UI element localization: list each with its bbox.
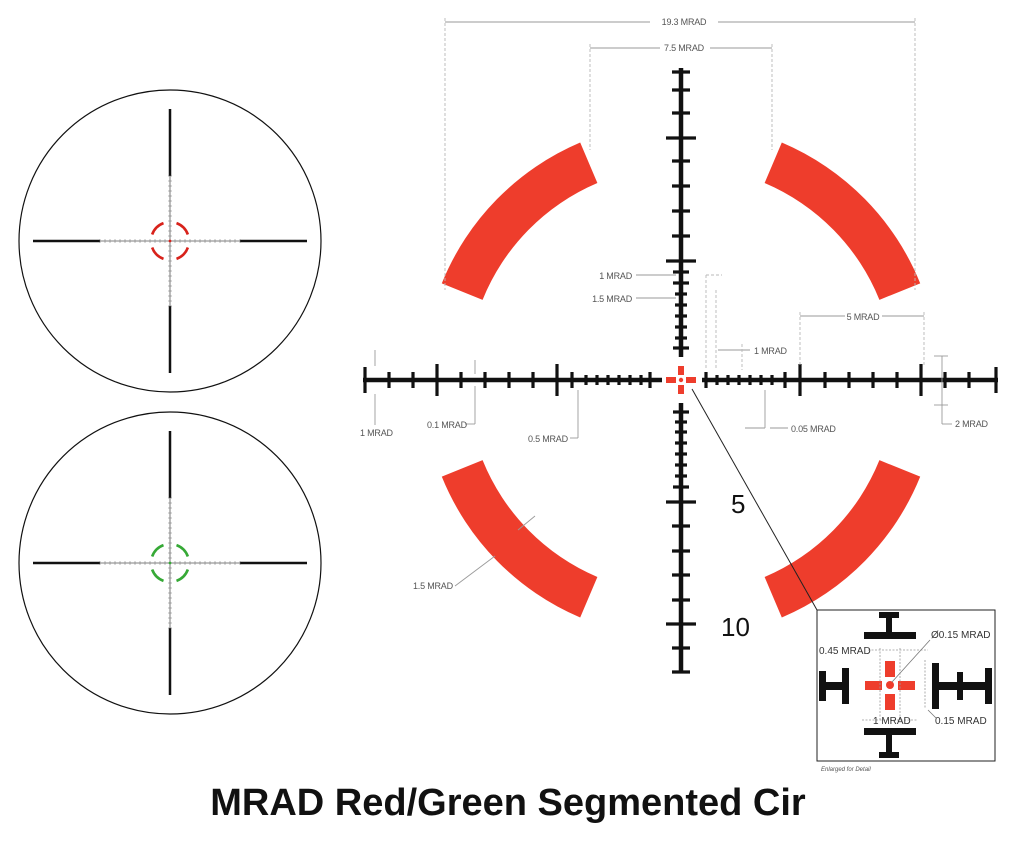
detail-top-bar: [864, 632, 916, 639]
detail-note: Enlarged for Detail: [821, 767, 871, 773]
ring-segment: [150, 568, 165, 583]
dim-label-left-0-1: 0.1 MRAD: [427, 420, 468, 430]
detail-right-tick-c: [985, 668, 992, 704]
dim-label-right-2: 2 MRAD: [955, 419, 989, 429]
dim-arc-width-lead: [454, 555, 496, 587]
ring-segment: [150, 246, 165, 261]
dim-label-left-0-5: 0.5 MRAD: [528, 434, 569, 444]
detail-bottom-stem: [886, 731, 892, 757]
arc-upper-right: [764, 142, 921, 300]
ring-segment: [150, 543, 165, 558]
ring-segment: [175, 246, 190, 261]
dim-label-right-5: 5 MRAD: [847, 312, 881, 322]
dim-label-gap-width: 7.5 MRAD: [664, 43, 705, 53]
segmented-circle: [441, 142, 921, 618]
arc-upper-left: [441, 142, 598, 300]
detail-red-left: [865, 681, 882, 690]
detail-label-width: 1 MRAD: [873, 716, 911, 727]
dim-label-arc-width: 1.5 MRAD: [413, 581, 454, 591]
detail-red-right: [898, 681, 915, 690]
center-dot: [168, 239, 172, 243]
ring-segment: [150, 221, 165, 236]
detail-left-bar: [819, 682, 847, 690]
center-bar-bottom: [678, 385, 684, 394]
detail-right-tick-b: [957, 672, 963, 700]
red-illumination-preview: [18, 89, 322, 393]
ring-segment: [175, 568, 190, 583]
detail-top-stem: [886, 612, 892, 636]
detail-red-dot: [886, 681, 894, 689]
detail-red-bottom: [885, 694, 895, 710]
dim-label-upper-1: 1 MRAD: [599, 271, 633, 281]
ring-segment: [175, 543, 190, 558]
green-illumination-preview: [18, 411, 322, 715]
arc-lower-right: [764, 460, 921, 618]
dimension-lines: [374, 18, 952, 587]
detail-label-offset: 0.45 MRAD: [819, 646, 871, 657]
page-title: MRAD Red/Green Segmented Cir: [210, 782, 806, 824]
center-bar-top: [678, 366, 684, 375]
detail-label-thickness: 0.15 MRAD: [935, 716, 987, 727]
dim-label-upper-1-5: 1.5 MRAD: [592, 294, 633, 304]
detail-inset: [816, 609, 996, 762]
center-bar-right: [686, 377, 696, 383]
stadia-label-10: 10: [721, 612, 750, 642]
dim-label-top-width: 19.3 MRAD: [662, 17, 707, 27]
detail-label-dot: Ø0.15 MRAD: [931, 630, 990, 641]
detail-bottom-cap: [879, 752, 899, 758]
reticle-crosshair: [363, 68, 998, 674]
stadia-label-5: 5: [731, 489, 745, 519]
detail-leader-thick: [927, 709, 937, 719]
dim-arc-width-tick: [517, 515, 536, 531]
detail-leader-line: [691, 388, 818, 611]
center-dot-cross: [666, 366, 696, 394]
dim-label-right-0-05: 0.05 MRAD: [791, 424, 836, 434]
center-bar-left: [666, 377, 676, 383]
detail-left-tick: [842, 668, 849, 704]
detail-red-top: [885, 661, 895, 677]
detail-leader-dot: [891, 639, 931, 683]
ring-segment: [175, 221, 190, 236]
arc-lower-left: [441, 460, 598, 618]
center-dot: [168, 561, 172, 565]
dim-label-left-1: 1 MRAD: [360, 428, 394, 438]
dim-label-right-1: 1 MRAD: [754, 346, 788, 356]
center-dot: [678, 377, 684, 383]
